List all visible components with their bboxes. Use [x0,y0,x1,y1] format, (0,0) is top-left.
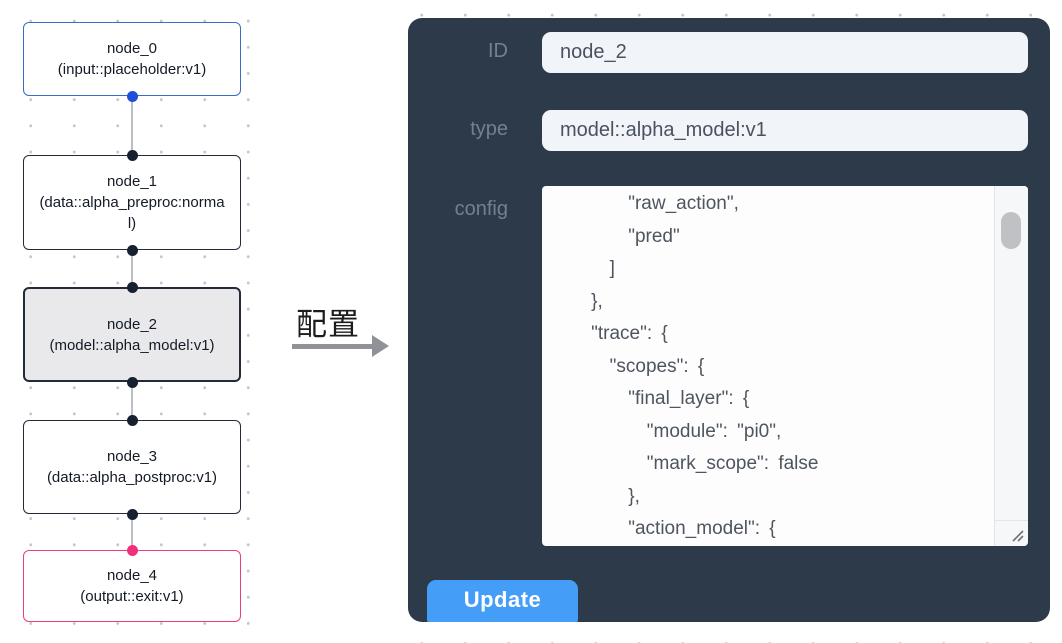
port-node2-in[interactable] [127,282,138,293]
flow-node-node0[interactable]: node_0 (input::placeholder:v1) [23,22,241,96]
node-config-panel: ID type config "raw_action", "pred" ] },… [408,18,1050,622]
flow-node-node4[interactable]: node_4 (output::exit:v1) [23,550,241,622]
port-node1-out[interactable] [127,245,138,256]
configure-label: 配置 [296,307,360,342]
id-field-label: ID [488,40,508,62]
port-node2-out[interactable] [127,377,138,388]
node-title: node_0 [106,40,158,57]
node-title: node_2 [106,315,158,333]
config-textarea[interactable]: "raw_action", "pred" ] }, "trace": { "sc… [542,186,1028,546]
flow-node-node2-selected[interactable]: node_2 (model::alpha_model:v1) [23,287,241,382]
update-button[interactable]: Update [427,580,578,622]
edge-node2-node3 [131,382,133,420]
config-field-label: config [454,198,508,220]
port-node3-out[interactable] [127,509,138,520]
node-title: node_1 [106,173,158,190]
flow-node-node1[interactable]: node_1 (data::alpha_preproc:normal) [23,155,241,250]
node-subtitle: (data::alpha_preproc:normal) [39,194,225,232]
config-json-text[interactable]: "raw_action", "pred" ] }, "trace": { "sc… [591,193,819,539]
node-subtitle: (data::alpha_postproc:v1) [46,469,218,486]
id-input[interactable] [542,32,1028,73]
node-title: node_4 [106,567,158,584]
type-input[interactable] [542,110,1028,151]
config-resize-corner[interactable] [995,520,1028,546]
node-subtitle: (input::placeholder:v1) [57,61,207,78]
type-field-label: type [470,118,508,140]
port-node4-in[interactable] [127,545,138,556]
port-node1-in[interactable] [127,150,138,161]
configure-arrow-head [372,335,389,357]
edge-node0-node1 [131,96,133,155]
edge-node3-node4 [131,514,133,550]
port-node3-in[interactable] [127,415,138,426]
configure-arrow [292,344,374,349]
edge-node1-node2 [131,250,133,287]
port-node0-out[interactable] [127,91,138,102]
node-title: node_3 [106,448,158,465]
node-subtitle: (model::alpha_model:v1) [49,336,215,354]
node-subtitle: (output::exit:v1) [80,588,184,605]
flow-node-node3[interactable]: node_3 (data::alpha_postproc:v1) [23,420,241,514]
config-scrollbar-track[interactable] [994,186,1028,546]
config-scrollbar-thumb[interactable] [1001,212,1021,249]
